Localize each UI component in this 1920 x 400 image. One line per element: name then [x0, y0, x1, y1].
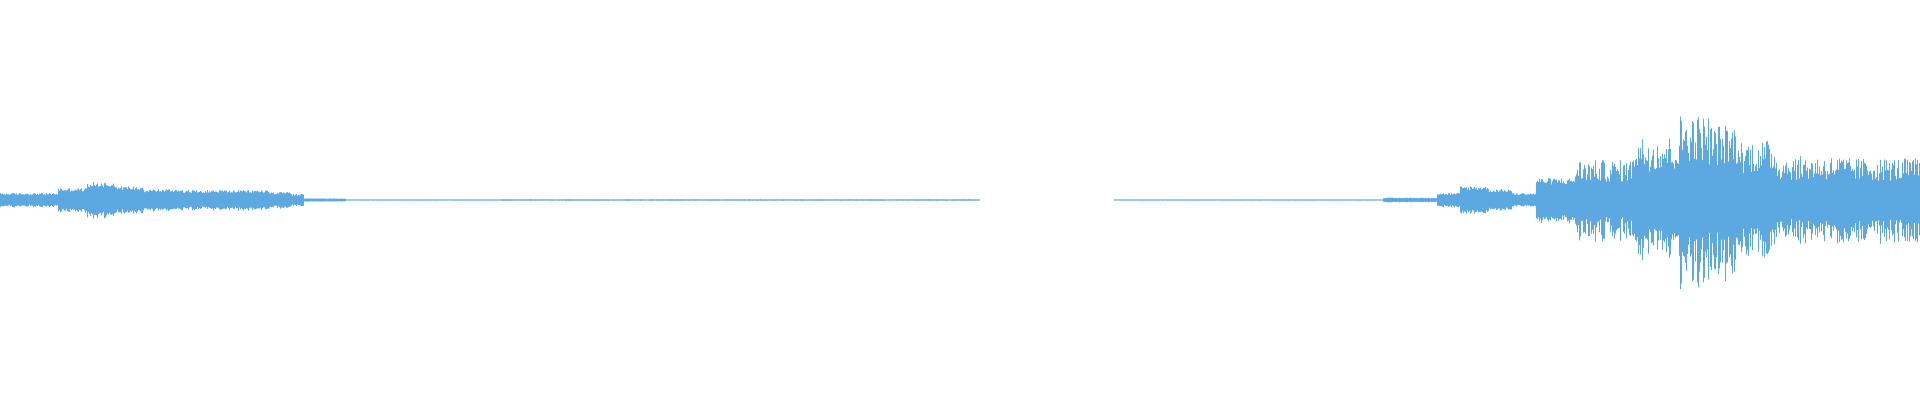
waveform-core — [57, 167, 1920, 233]
